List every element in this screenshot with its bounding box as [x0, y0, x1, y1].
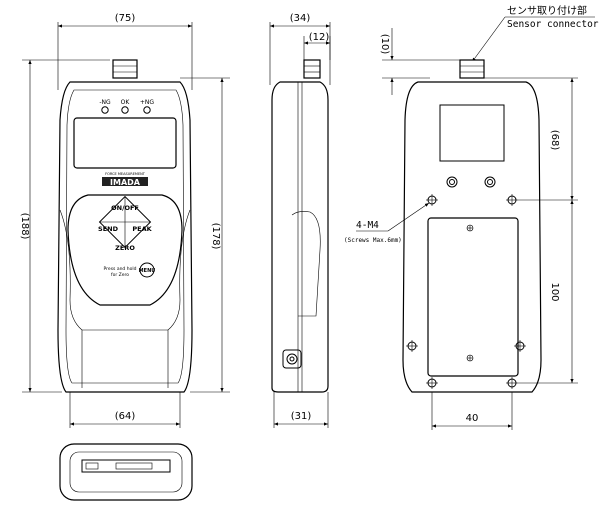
dim-side-depth: (34) [290, 13, 311, 24]
key-onoff[interactable]: ON/OFF [111, 204, 139, 212]
front-view: (75) -NG OK +NG FORCE MEASUREMENT IMADA … [19, 13, 230, 428]
bottom-view [59, 443, 193, 501]
sensor-connector [112, 59, 138, 79]
led-label-ng-high: +NG [140, 99, 155, 106]
key-peak[interactable]: PEAK [132, 225, 152, 233]
brand-name: IMADA [110, 178, 141, 187]
led-ok [121, 106, 129, 114]
dim-front-width: (75) [115, 13, 136, 24]
dim-connector-height: (10) [379, 34, 390, 55]
dim-hole-spacing-v: 100 [549, 282, 560, 301]
zero-hint-1: Press and hold [104, 266, 137, 272]
dim-hole-spacing-h: 40 [466, 413, 479, 424]
led-ng-low [101, 106, 109, 114]
side-connector [303, 59, 321, 79]
led-ng-high [143, 106, 151, 114]
led-label-ok: OK [121, 99, 131, 106]
brand-badge [102, 177, 148, 186]
dim-side-bottom: (31) [291, 411, 312, 422]
screw-note: (Screws Max.6mm) [344, 237, 402, 244]
dim-rear-connector-holes: (68) [549, 130, 560, 151]
screw-holes [406, 194, 526, 389]
dim-body-height: (178) [210, 223, 221, 250]
keypad-panel [67, 194, 183, 306]
side-view: (34) (12) (31) [269, 13, 331, 428]
side-jack [282, 349, 302, 369]
rear-label-area [439, 104, 505, 162]
battery-cover [427, 217, 519, 377]
dim-front-height: (188) [19, 213, 30, 240]
rear-connector [459, 59, 485, 79]
dim-bottom-width: (64) [115, 411, 136, 422]
zero-hint-2: for Zero [111, 272, 129, 278]
brand-small: FORCE MEASUREMENT [105, 172, 146, 176]
screw-spec: 4-M4 [356, 220, 379, 231]
screw-leader [387, 202, 430, 232]
key-send[interactable]: SEND [98, 225, 119, 233]
side-body-outline [271, 81, 329, 393]
dim-connector-depth: (12) [309, 32, 330, 43]
key-menu[interactable]: MENU [139, 268, 156, 274]
menu-button[interactable] [139, 262, 155, 278]
keypad-diamond [98, 195, 152, 249]
bottom-port [81, 459, 171, 473]
rear-view: センサ取り付け部 Sensor connector (10) [344, 4, 599, 430]
key-zero[interactable]: ZERO [115, 244, 135, 252]
led-label-ng-low: -NG [99, 99, 111, 106]
callout-leader [471, 16, 506, 63]
callout-sensor-connector-en: Sensor connector [507, 19, 599, 30]
callout-sensor-connector-jp: センサ取り付け部 [507, 4, 587, 17]
display-window [73, 117, 177, 169]
